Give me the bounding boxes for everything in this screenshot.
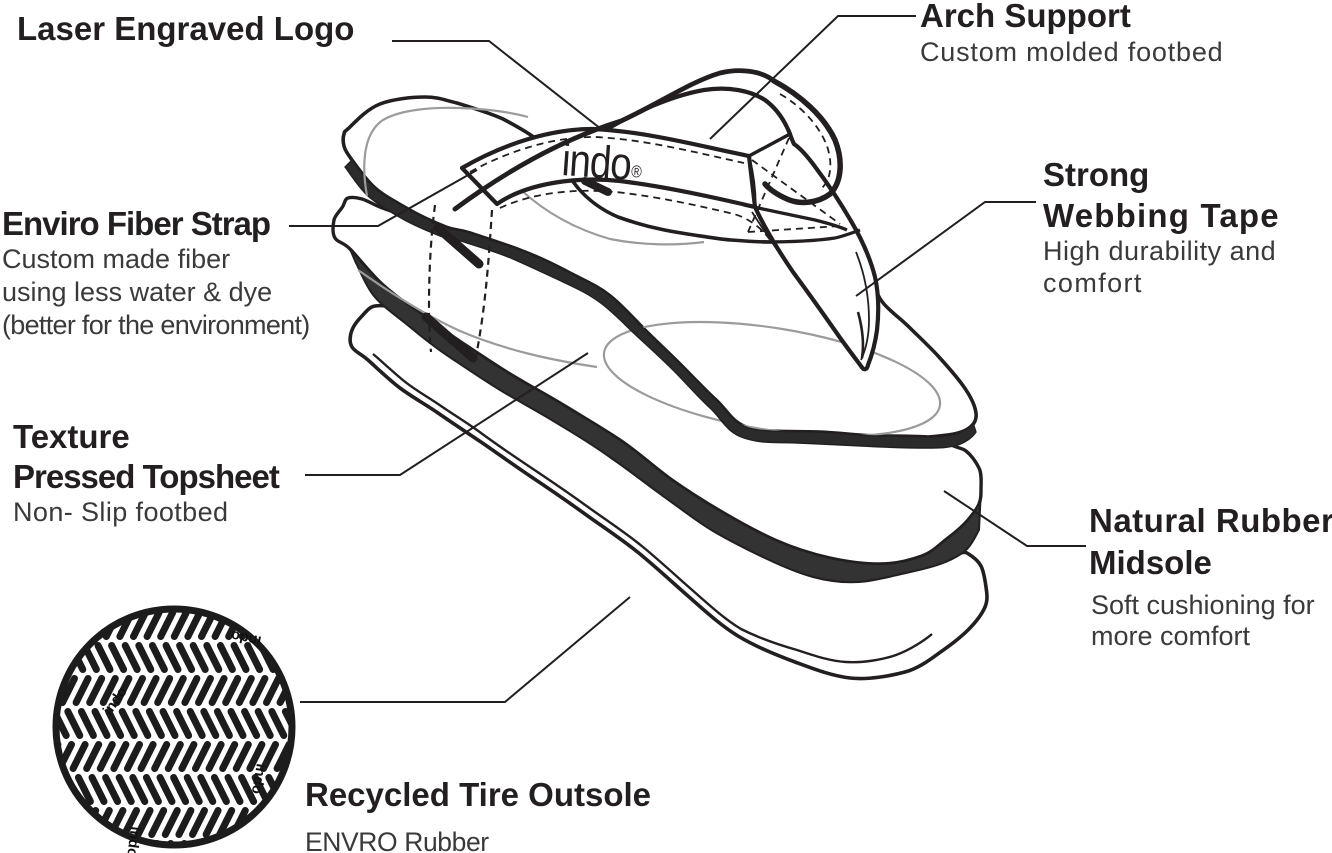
svg-text:comfort: comfort [1043, 268, 1143, 298]
svg-text:Pressed Topsheet: Pressed Topsheet [13, 458, 280, 495]
svg-text:ENVRO Rubber: ENVRO Rubber [305, 827, 489, 853]
svg-text:Arch Support: Arch Support [920, 0, 1131, 34]
svg-text:Webbing Tape: Webbing Tape [1043, 197, 1280, 234]
svg-text:Strong: Strong [1043, 156, 1149, 193]
svg-text:indo: indo [123, 826, 143, 853]
svg-text:Natural Rubber: Natural Rubber [1089, 502, 1332, 539]
svg-text:more comfort: more comfort [1091, 621, 1251, 651]
svg-text:indo®: indo® [560, 134, 644, 190]
svg-text:Custom made fiber: Custom made fiber [2, 244, 230, 274]
svg-text:Texture: Texture [13, 418, 130, 455]
svg-text:(better for the environment): (better for the environment) [2, 310, 310, 340]
svg-text:Recycled Tire Outsole: Recycled Tire Outsole [305, 776, 651, 813]
svg-text:Enviro Fiber Strap: Enviro Fiber Strap [2, 205, 270, 242]
svg-text:Custom molded footbed: Custom molded footbed [920, 37, 1223, 67]
svg-text:indo: indo [229, 627, 262, 649]
svg-text:Laser Engraved Logo: Laser Engraved Logo [17, 10, 354, 47]
svg-text:Non- Slip footbed: Non- Slip footbed [13, 497, 228, 527]
svg-text:using less water & dye: using less water & dye [2, 277, 272, 307]
svg-text:indo: indo [248, 762, 269, 795]
svg-text:High durability and: High durability and [1043, 236, 1276, 266]
svg-text:Midsole: Midsole [1089, 544, 1212, 581]
svg-text:Soft cushioning for: Soft cushioning for [1091, 590, 1315, 620]
